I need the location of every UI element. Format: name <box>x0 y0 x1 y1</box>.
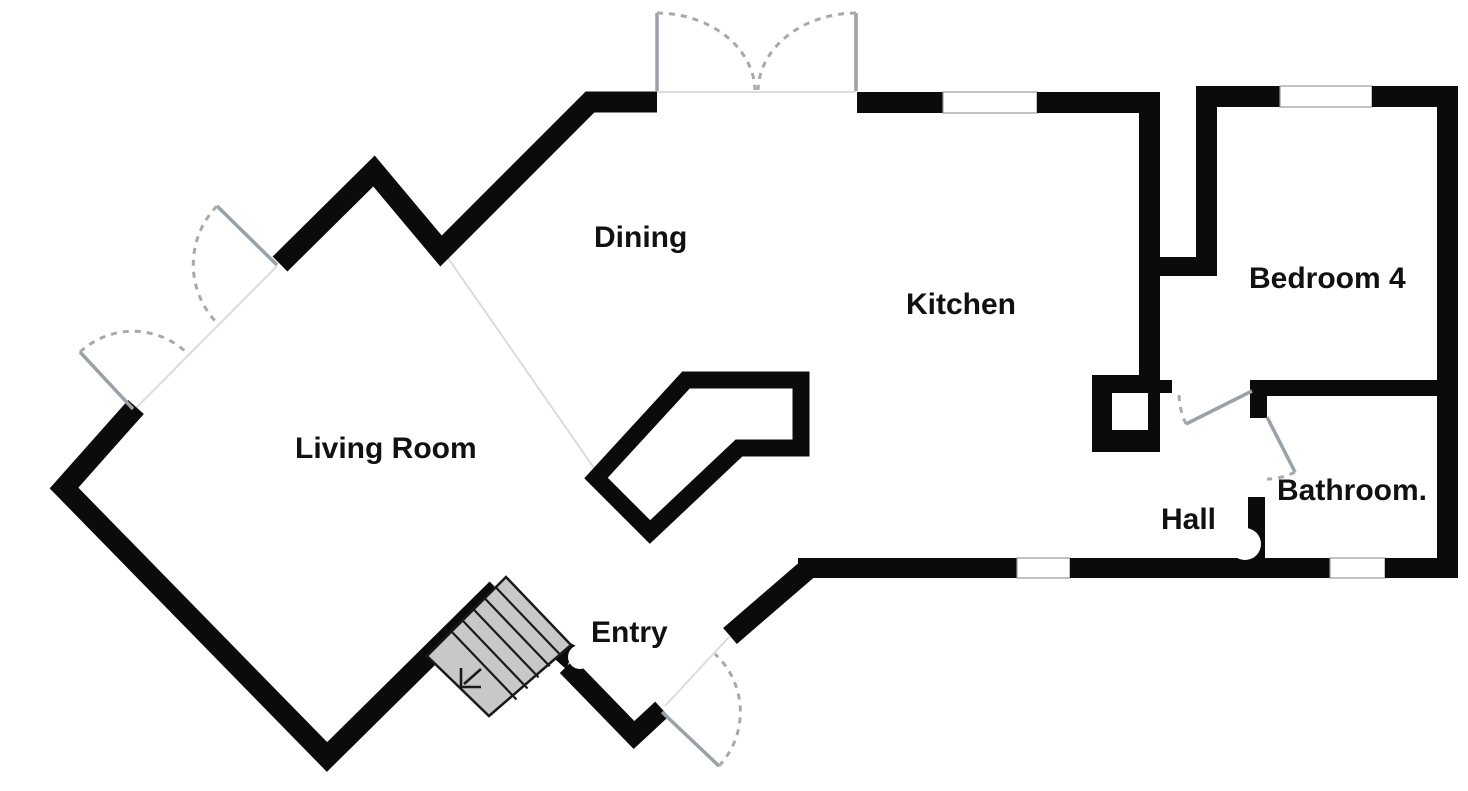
wall-bedroom4-top-a <box>1196 86 1280 107</box>
double-doors-living-room <box>78 204 279 411</box>
wall-pillar-stub <box>1158 380 1172 393</box>
threshold-entry-door <box>664 636 730 707</box>
bathroom-door <box>1265 416 1297 481</box>
staircase <box>425 575 573 718</box>
kitchen-pillar-void <box>1112 393 1148 430</box>
bedroom4-door <box>1177 389 1253 426</box>
wall-bedroom4-top-b <box>1372 86 1458 107</box>
wall-dining-zigzag <box>272 91 657 272</box>
door-leaf <box>1265 416 1297 473</box>
wall-bedroom4-left <box>1196 86 1217 276</box>
doors <box>78 11 1297 768</box>
threshold-living-doors <box>134 265 278 410</box>
door-leaf <box>78 350 135 411</box>
door-swing-arc <box>78 329 190 356</box>
door-swing-arc <box>1177 390 1188 425</box>
wall-notch-bathroom <box>1229 528 1261 560</box>
window-bedroom4-top <box>1279 85 1373 108</box>
wall-entry-upper-diagonal <box>723 559 817 644</box>
door-swing-arc <box>191 204 220 326</box>
french-doors-dining <box>655 11 858 91</box>
door-leaf <box>1185 389 1253 426</box>
wall-stair-enclosure <box>584 371 810 544</box>
stairs-outline <box>425 575 573 718</box>
wall-bottom-b <box>1070 558 1330 578</box>
door-leaf <box>660 710 721 768</box>
window-bathroom-bottom <box>1329 557 1386 579</box>
window-hall-bottom <box>1016 557 1071 579</box>
wall-entry-v <box>559 659 669 749</box>
room-label-hall: Hall <box>1161 503 1216 536</box>
room-label-bedroom4: Bedroom 4 <box>1249 262 1406 295</box>
wall-kitchen-right <box>1139 92 1160 375</box>
room-label-dining: Dining <box>594 221 687 254</box>
wall-bottom-c <box>1385 558 1458 578</box>
wall-bedroom4-bottom <box>1250 380 1437 396</box>
wall-notch-stairs-jamb <box>568 645 592 669</box>
stair-tread <box>472 608 540 679</box>
stair-tread <box>461 619 529 690</box>
divider-dining-living <box>447 257 595 469</box>
wall-kitchen-top-a <box>857 92 943 113</box>
room-label-entry: Entry <box>591 616 668 649</box>
stair-tread <box>494 586 562 657</box>
wall-living-room <box>49 400 505 772</box>
entry-door <box>660 652 742 768</box>
stair-tread <box>450 630 518 701</box>
room-label-living-room: Living Room <box>295 432 477 465</box>
threshold-lines <box>134 91 856 707</box>
door-swing-arc <box>1266 470 1296 481</box>
door-swing-arc <box>756 11 857 91</box>
stair-tread <box>483 597 551 668</box>
wall-kitchen-top-b <box>1037 92 1157 113</box>
wall-right-exterior <box>1437 86 1458 578</box>
door-swing-arc <box>713 652 742 768</box>
wall-bathroom-door-jamb <box>1250 380 1267 418</box>
room-labels: Living Room Dining Kitchen Bedroom 4 Bat… <box>295 221 1427 649</box>
stairs-down-arrow-icon <box>459 668 482 689</box>
wall-bottom-a <box>798 558 1017 578</box>
door-leaf <box>215 204 279 267</box>
room-label-kitchen: Kitchen <box>906 288 1016 321</box>
door-swing-arc <box>656 11 757 91</box>
walls <box>49 85 1458 772</box>
room-label-bathroom: Bathroom. <box>1277 474 1427 507</box>
window-kitchen-top <box>942 91 1038 114</box>
